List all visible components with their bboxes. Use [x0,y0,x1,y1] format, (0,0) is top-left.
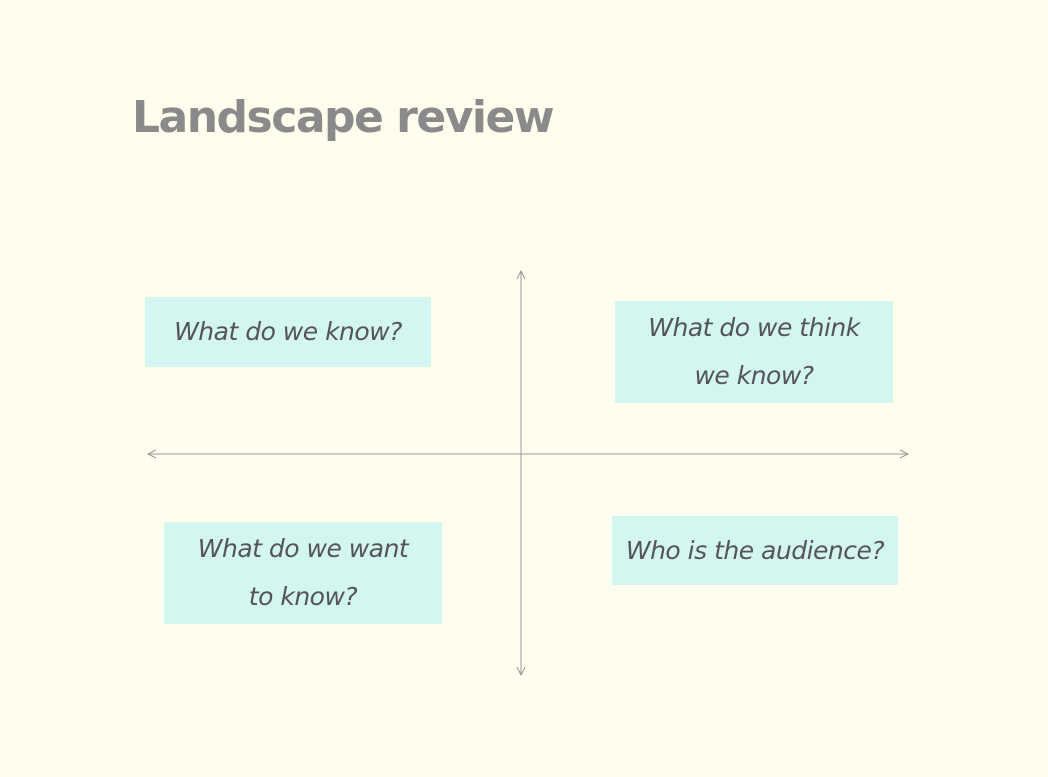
card-label: What do we want to know? [197,534,409,611]
right-arrowhead-icon [899,449,910,459]
up-arrowhead-icon [516,269,526,280]
card-what-do-we-know: What do we know? [145,297,431,367]
card-who-is-the-audience: Who is the audience? [612,516,898,585]
card-label: Who is the audience? [625,535,885,565]
card-what-do-we-want-to-know: What do we want to know? [164,522,442,624]
left-arrowhead-icon [146,449,157,459]
down-arrowhead-icon [516,666,526,677]
page-title: Landscape review [132,92,554,143]
card-label: What do we know? [174,317,402,346]
card-label: What do we think we know? [648,313,860,390]
card-what-do-we-think-we-know: What do we think we know? [615,301,893,403]
